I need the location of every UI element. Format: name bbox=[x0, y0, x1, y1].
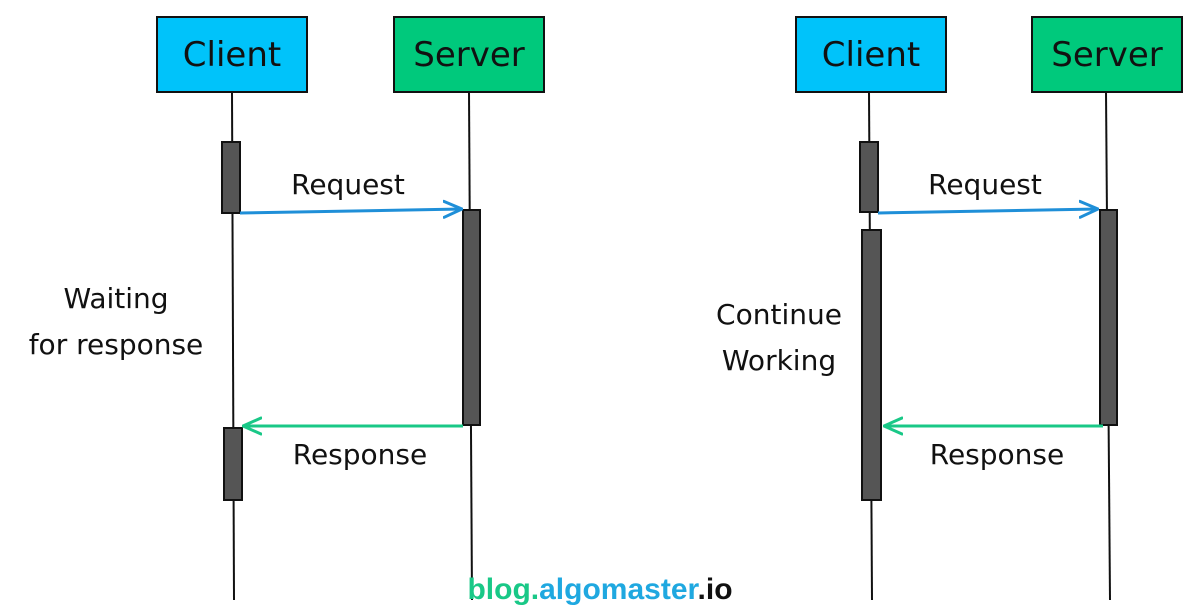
async-diagram: Client Server Request Response Continue … bbox=[716, 16, 1183, 600]
async-client-activation-2 bbox=[861, 229, 882, 501]
sync-note-line2: for response bbox=[29, 328, 204, 361]
sync-client-box bbox=[156, 16, 308, 93]
watermark: blog.algomaster.io bbox=[0, 572, 1200, 608]
async-client-box bbox=[795, 16, 947, 93]
sync-client-activation-2 bbox=[223, 427, 243, 501]
watermark-part3: .io bbox=[697, 573, 733, 606]
sync-request-label: Request bbox=[291, 168, 405, 201]
async-client-label: Client bbox=[822, 35, 920, 75]
async-server-activation bbox=[1099, 209, 1118, 426]
sync-server-label: Server bbox=[413, 35, 525, 75]
watermark-part1: blog. bbox=[467, 573, 540, 606]
async-note-line1: Continue bbox=[716, 298, 842, 331]
async-server-box bbox=[1031, 16, 1183, 93]
sync-client-label: Client bbox=[183, 35, 281, 75]
async-request-arrow bbox=[877, 209, 1098, 213]
sync-diagram: Client Server Request Response Waiting f… bbox=[29, 16, 545, 600]
sync-request-arrow bbox=[239, 209, 462, 213]
sync-response-label: Response bbox=[293, 438, 427, 471]
sync-server-box bbox=[393, 16, 545, 93]
watermark-part2: algomaster bbox=[539, 573, 698, 606]
async-response-label: Response bbox=[930, 438, 1064, 471]
sync-note-line1: Waiting bbox=[63, 282, 168, 315]
async-server-label: Server bbox=[1051, 35, 1163, 75]
async-request-label: Request bbox=[928, 168, 1042, 201]
sync-server-activation bbox=[462, 209, 481, 426]
async-note-line2: Working bbox=[722, 344, 836, 377]
async-client-activation-1 bbox=[859, 141, 879, 213]
sync-client-activation-1 bbox=[221, 141, 241, 214]
